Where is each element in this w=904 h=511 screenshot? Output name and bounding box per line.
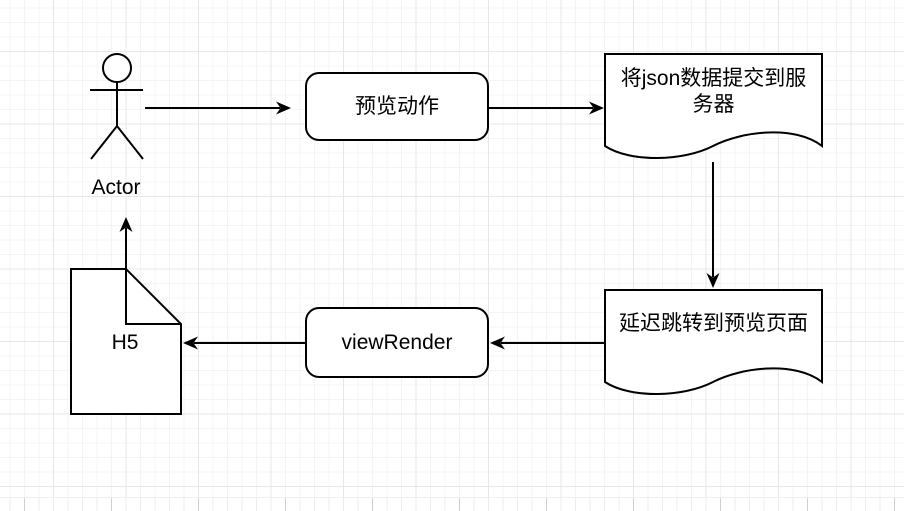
node-submit-json[interactable] bbox=[604, 53, 823, 159]
edge-submit-to-delay[interactable] bbox=[706, 162, 720, 288]
diagram-canvas[interactable]: Actor 预览动作 将json数据提交到服务器 延迟跳转到预览页面 viewR… bbox=[0, 0, 904, 497]
arrowhead-down-icon bbox=[706, 273, 720, 288]
submit-json-label[interactable]: 将json数据提交到服务器 bbox=[620, 67, 807, 116]
preview-action-label[interactable]: 预览动作 bbox=[355, 94, 439, 118]
h5-label[interactable]: H5 bbox=[111, 331, 139, 354]
edge-h5-to-actor[interactable] bbox=[119, 217, 133, 269]
canvas-bottom-ruler-strip bbox=[0, 497, 904, 511]
edge-preview-to-submit[interactable] bbox=[488, 101, 604, 115]
view-render-label[interactable]: viewRender bbox=[341, 330, 453, 354]
actor-head bbox=[102, 53, 132, 83]
actor-leg-left bbox=[90, 125, 118, 160]
actor-leg-right bbox=[116, 125, 144, 160]
h5-outline bbox=[70, 268, 182, 415]
node-preview-action[interactable] bbox=[305, 72, 489, 141]
delay-redirect-label[interactable]: 延迟跳转到预览页面 bbox=[619, 312, 808, 335]
edge-delay-to-viewrender[interactable] bbox=[490, 336, 605, 350]
edge-actor-to-preview[interactable] bbox=[145, 101, 291, 115]
h5-fold-lines bbox=[125, 269, 181, 325]
diagram-shapes-layer bbox=[70, 53, 823, 415]
node-h5[interactable] bbox=[70, 268, 182, 415]
arrowhead-right-icon bbox=[276, 101, 291, 115]
arrowhead-up-icon bbox=[119, 217, 133, 232]
arrowhead-left-icon bbox=[490, 336, 505, 350]
edge-viewrender-to-h5[interactable] bbox=[183, 336, 306, 350]
arrowhead-left-icon bbox=[183, 336, 198, 350]
arrowhead-right-icon bbox=[589, 101, 604, 115]
actor-label[interactable]: Actor bbox=[91, 176, 141, 199]
node-delay-redirect[interactable] bbox=[604, 289, 823, 395]
actor-shape[interactable] bbox=[90, 53, 144, 160]
